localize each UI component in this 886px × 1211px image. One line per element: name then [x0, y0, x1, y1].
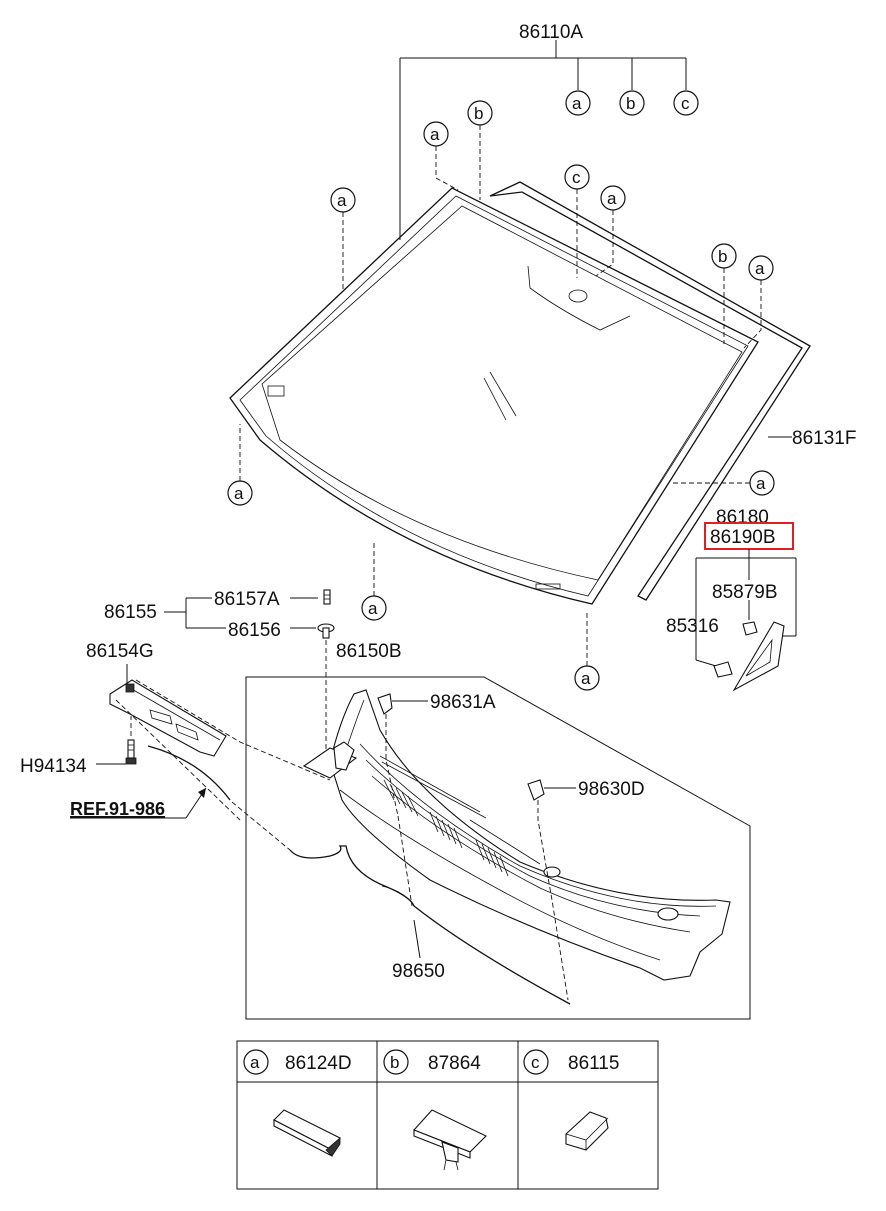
svg-text:a: a [250, 1053, 260, 1072]
svg-text:b: b [390, 1053, 399, 1072]
label-86150B: 86150B [336, 641, 402, 662]
svg-text:a: a [756, 474, 766, 493]
callout-a-1: a [423, 121, 459, 191]
callout-a-2: a [330, 187, 356, 290]
label-85316: 85316 [666, 616, 719, 637]
label-98630D: 98630D [578, 779, 645, 800]
group-box-86150B [245, 676, 751, 1020]
clip-85879B [742, 621, 758, 636]
svg-text:c: c [531, 1053, 540, 1072]
callout-c-1: c [564, 164, 590, 278]
windshield-moulding [489, 181, 811, 601]
pin-86157A [323, 589, 331, 605]
bracket-86155 [164, 597, 318, 629]
svg-text:b: b [626, 94, 635, 113]
label-85879B: 85879B [712, 582, 778, 603]
svg-text:a: a [755, 259, 765, 278]
ref-arrow [70, 787, 207, 819]
svg-text:a: a [581, 669, 591, 688]
callout-a-7: a [574, 612, 600, 691]
callout-a-5: a [227, 424, 253, 506]
legend-c: c 86115 [523, 1049, 619, 1151]
callout-b-1: b [467, 100, 493, 200]
clip-86124D-icon [273, 1109, 341, 1157]
clip-87864-icon [413, 1109, 487, 1171]
clip-86156 [317, 623, 335, 760]
label-H94134: H94134 [20, 756, 87, 777]
callout-a-4: a [743, 255, 774, 349]
hose-leader-dash [397, 815, 413, 907]
leader-98650 [413, 919, 421, 959]
legend-c-code: 86115 [568, 1053, 619, 1074]
label-86180: 86180 [716, 507, 769, 528]
callout-b-2: b [711, 243, 737, 344]
svg-text:b: b [718, 247, 727, 266]
svg-text:a: a [607, 189, 617, 208]
svg-text:a: a [368, 599, 378, 618]
legend-a: a 86124D [243, 1049, 352, 1157]
callout-a-8: a [672, 470, 775, 496]
clip-86115-icon [565, 1111, 609, 1151]
label-86157A: 86157A [214, 589, 280, 610]
label-86155: 86155 [104, 602, 157, 623]
cowl-vent-grille [379, 755, 541, 877]
svg-text:a: a [572, 94, 582, 113]
bolt-H94134 [125, 716, 137, 765]
svg-text:a: a [337, 191, 347, 210]
washer-hose-98650 [147, 745, 571, 1005]
legend-a-code: 86124D [285, 1053, 352, 1074]
callout-a-3: a [595, 185, 626, 277]
svg-text:c: c [572, 168, 581, 187]
label-98631A: 98631A [430, 692, 496, 713]
svg-text:b: b [474, 104, 483, 123]
ref-label[interactable]: REF.91-986 [70, 799, 165, 819]
cowl-side-bracket [109, 679, 331, 821]
cowl-top-cover [302, 689, 731, 981]
clip-85316 [713, 661, 733, 678]
svg-text:a: a [234, 484, 244, 503]
windshield-glass [229, 187, 759, 605]
nozzle-98630D [527, 779, 576, 1001]
label-86154G: 86154G [86, 641, 154, 662]
callout-a-top: a [565, 90, 591, 116]
label-86190B: 86190B [710, 527, 776, 548]
svg-text:a: a [430, 125, 440, 144]
legend-table [236, 1040, 659, 1190]
label-86156: 86156 [228, 620, 281, 641]
svg-text:c: c [681, 94, 690, 113]
garnish-86190B [732, 621, 785, 692]
callout-c-top: c [673, 90, 699, 116]
label-98650: 98650 [392, 961, 445, 982]
nozzle-98631A [377, 693, 428, 817]
legend-b: b 87864 [383, 1049, 487, 1171]
callout-a-6: a [361, 540, 387, 621]
label-86110A: 86110A [519, 22, 583, 43]
label-86131F: 86131F [792, 428, 856, 449]
bracket-86110A [399, 40, 687, 240]
callout-b-top: b [619, 90, 645, 116]
legend-b-code: 87864 [428, 1053, 481, 1074]
